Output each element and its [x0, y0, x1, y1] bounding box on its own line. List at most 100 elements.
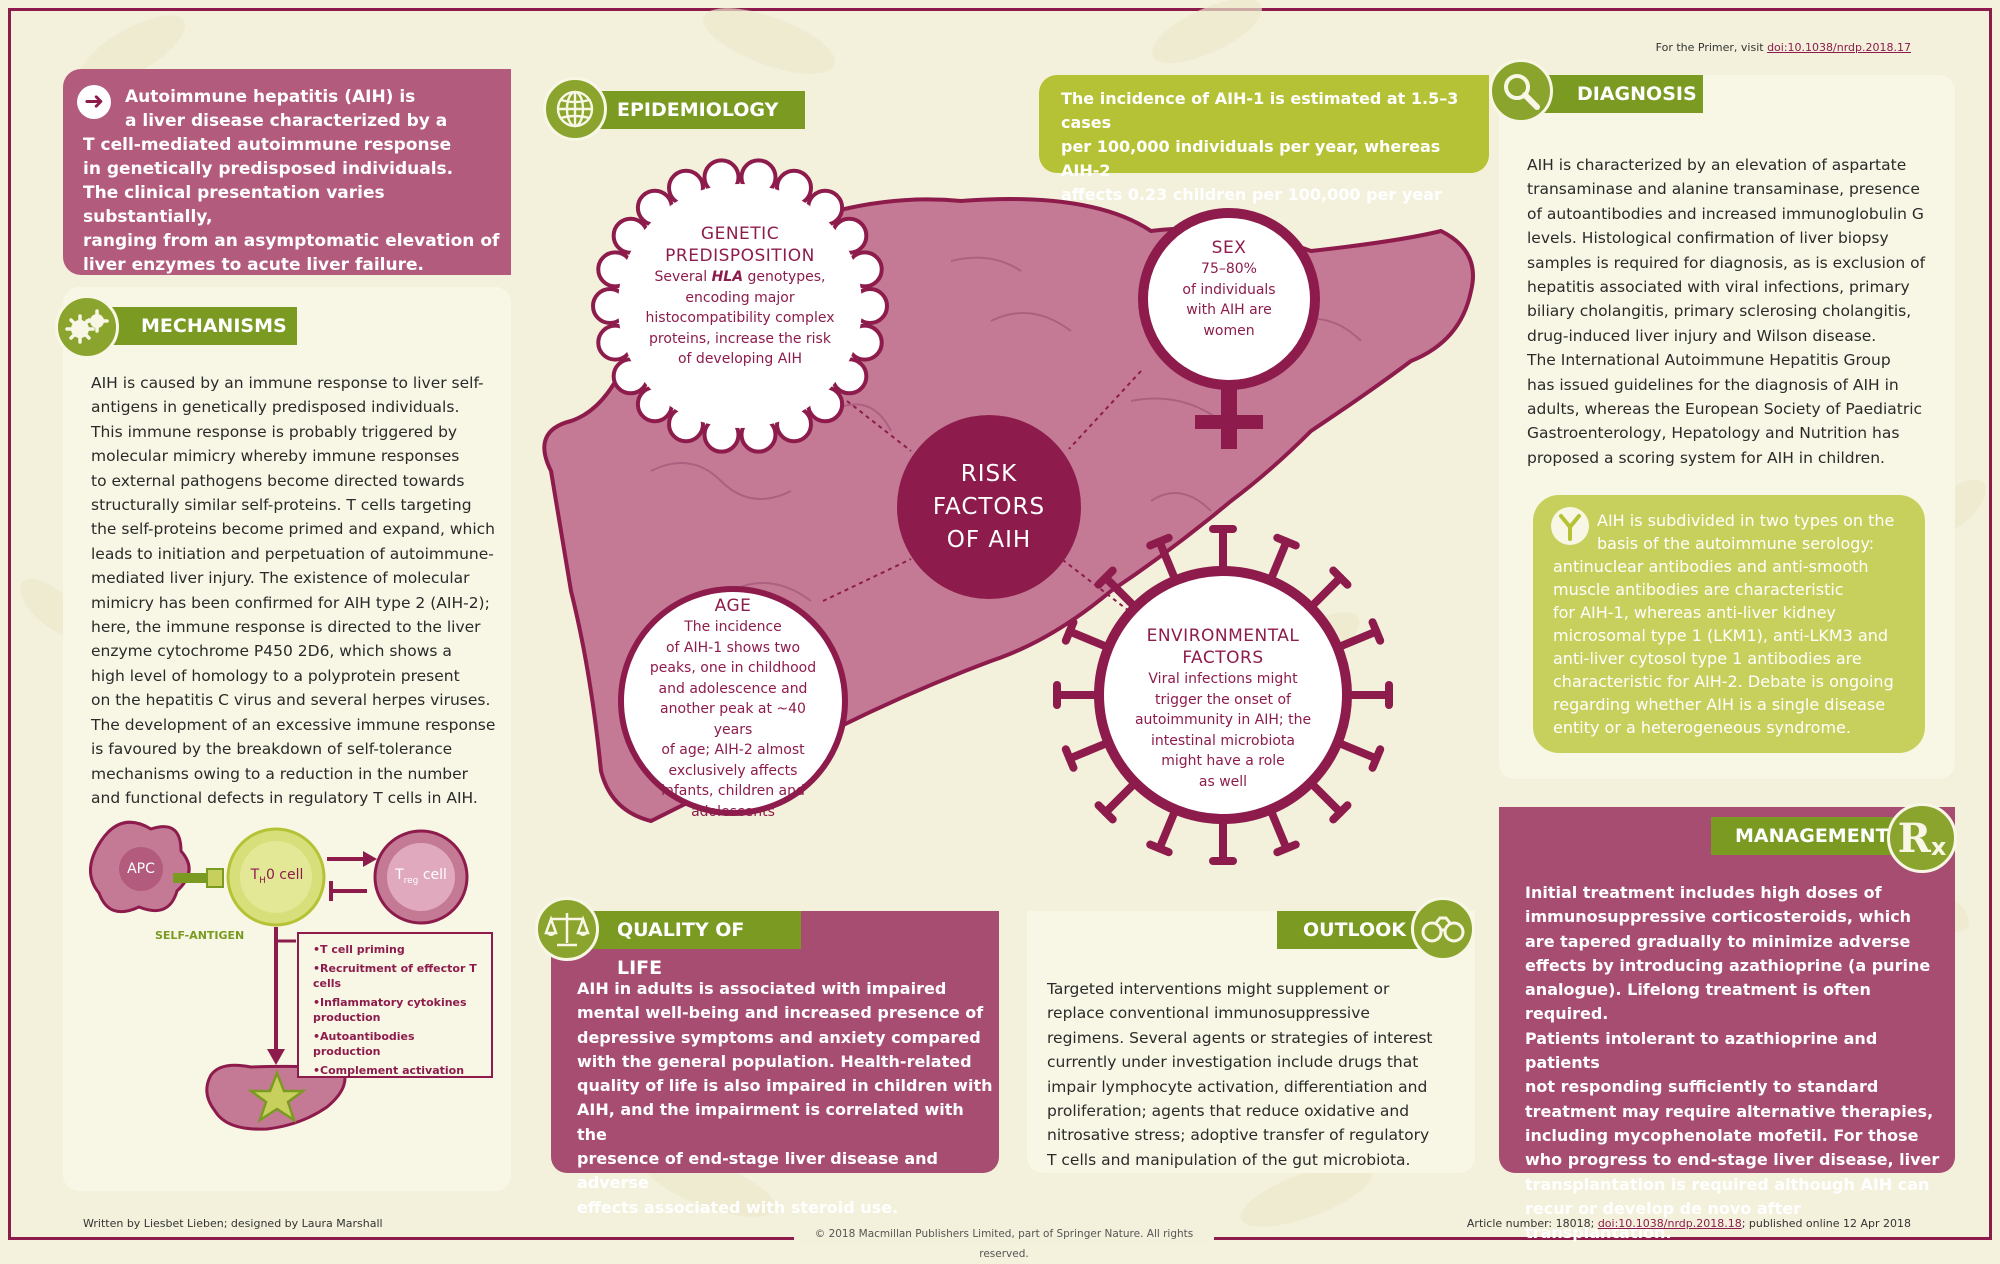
intro-line: Autoimmune hepatitis (AIH) is	[125, 87, 416, 107]
text-line: antigens in genetically predisposed indi…	[91, 398, 460, 417]
mechanisms-text: AIH is caused by an immune response to l…	[91, 371, 511, 810]
subtypes-line: antinuclear antibodies and anti-smooth	[1553, 557, 1869, 576]
outlook-label: OUTLOOK	[1277, 911, 1425, 949]
text-line: quality of life is also impaired in chil…	[577, 1076, 993, 1096]
genetic-line: of developing AIH	[677, 351, 803, 367]
text-line: mimicry has been confirmed for AIH type …	[91, 593, 490, 612]
intro-line: T cell-mediated autoimmune response	[83, 135, 452, 155]
text-line: treatment may require alternative therap…	[1525, 1101, 1934, 1121]
subtypes-line: muscle antibodies are characteristic	[1553, 580, 1844, 599]
article-prefix: Article number: 18018;	[1466, 1217, 1598, 1230]
text-line: high level of homology to a polyprotein …	[91, 666, 460, 685]
risk-factors-center: RISK FACTORS OF AIH	[897, 415, 1081, 599]
text-line: biliary cholangitis, primary sclerosing …	[1527, 302, 1912, 321]
genetic-line: proteins, increase the risk	[649, 330, 831, 347]
text-line: immunosuppressive corticosteroids, which	[1525, 907, 1912, 927]
intro-text-rest: T cell-mediated autoimmune response in g…	[83, 133, 503, 277]
quality-of-life-text: AIH in adults is associated with impaire…	[577, 977, 997, 1220]
intro-line: The clinical presentation varies substan…	[83, 183, 385, 227]
intro-text: Autoimmune hepatitis (AIH) is a liver di…	[125, 85, 505, 133]
age-line: The incidence	[684, 619, 782, 635]
binoculars-icon	[1411, 897, 1475, 961]
text-line: replace conventional immunosuppressive	[1047, 1004, 1370, 1023]
th0-main: T	[250, 867, 260, 883]
primer-link[interactable]: doi:10.1038/nrdp.2018.17	[1767, 41, 1911, 54]
text-line: AIH is characterized by an elevation of …	[1527, 156, 1907, 174]
subtypes-line: entity or a heterogeneous syndrome.	[1553, 718, 1851, 737]
text-line: here, the immune response is directed to…	[91, 618, 481, 637]
text-line: depressive symptoms and anxiety compared	[577, 1027, 981, 1047]
genetic-title: GENETIC	[700, 224, 780, 244]
env-line: trigger the onset of	[1155, 691, 1291, 708]
effect-item: Complement activation	[313, 1063, 483, 1078]
text-line: to external pathogens become directed to…	[91, 471, 465, 490]
env-line: might have a role	[1161, 753, 1285, 769]
article-link[interactable]: doi:10.1038/nrdp.2018.18	[1597, 1217, 1742, 1230]
infographic-page: For the Primer, visit doi:10.1038/nrdp.2…	[8, 0, 1992, 1242]
intro-line: a liver disease characterized by a	[125, 111, 448, 131]
text-line: analogue). Lifelong treatment is often r…	[1525, 980, 1871, 1024]
text-line: molecular mimicry whereby immune respons…	[91, 447, 460, 466]
env-line: autoimmunity in AIH; the	[1134, 712, 1312, 728]
text-line: nitrosative stress; adoptive transfer of…	[1047, 1126, 1430, 1145]
text-line: on the hepatitis C virus and several her…	[91, 691, 491, 710]
virus-spike-tip	[1094, 801, 1117, 824]
management-label: MANAGEMENT	[1711, 817, 1897, 855]
virus-spike-tip	[1368, 745, 1385, 772]
text-line: effects associated with steroid use.	[577, 1197, 899, 1217]
virus-spike-tip	[1368, 618, 1385, 645]
text-line: presence of end-stage liver disease and …	[577, 1149, 938, 1193]
text-line: T cells and manipulation of the gut micr…	[1047, 1150, 1411, 1169]
age-circle	[618, 586, 848, 816]
virus-spike-tip	[1273, 533, 1300, 550]
apc-label: APC	[127, 861, 155, 877]
article-suffix: ; published online 12 Apr 2018	[1741, 1217, 1911, 1230]
mechanisms-label: MECHANISMS	[109, 307, 297, 345]
text-line: The development of an excessive immune r…	[91, 715, 496, 734]
sex-title: SEX	[1211, 238, 1247, 258]
text-line: and functional defects in regulatory T c…	[91, 788, 478, 807]
subtypes-line: regarding whether AIH is a single diseas…	[1553, 695, 1886, 714]
globe-icon	[543, 77, 607, 141]
genetic-title: PREDISPOSITION	[665, 246, 815, 266]
effect-item: Autoantibodies production	[313, 1029, 483, 1059]
gears-icon	[55, 295, 119, 359]
sex-line: women	[1203, 322, 1255, 339]
effect-item: T cell priming	[313, 942, 483, 957]
rx-sub: x	[1930, 833, 1947, 861]
text-line: currently under investigation include dr…	[1047, 1053, 1419, 1072]
quality-of-life-label: QUALITY OF LIFE	[583, 911, 801, 979]
virus-spike-tip	[1061, 618, 1078, 645]
virus-spike-tip	[1146, 533, 1173, 550]
text-line: The International Autoimmune Hepatitis G…	[1527, 351, 1891, 370]
treg-rest: cell	[418, 867, 447, 883]
text-line: Gastroenterology, Hepatology and Nutriti…	[1527, 424, 1900, 443]
age-line: another peak at ~40 years	[660, 701, 806, 738]
footer-article: Article number: 18018; doi:10.1038/nrdp.…	[1467, 1217, 1911, 1230]
genetic-circle	[591, 158, 889, 454]
virus-spike-tip	[1273, 840, 1300, 857]
text-line: who progress to end-stage liver disease,…	[1525, 1150, 1940, 1170]
text-line: Patients intolerant to azathioprine and …	[1525, 1028, 1878, 1073]
intro-box	[63, 69, 511, 275]
incidence-line: affects 0.23 children per 100,000 per ye…	[1061, 185, 1442, 204]
incidence-box: The incidence of AIH-1 is estimated at 1…	[1039, 75, 1489, 204]
text-line: adults, whereas the European Society of …	[1527, 400, 1923, 419]
quality-of-life-panel	[551, 911, 999, 1173]
footer-credits: Written by Liesbet Lieben; designed by L…	[83, 1217, 383, 1230]
subtypes-line: for AIH-1, whereas anti-liver kidney	[1553, 603, 1836, 622]
age-line: adolescents	[691, 803, 775, 820]
risk-line: OF AIH	[946, 526, 1032, 553]
immune-effects-list: T cell priming Recruitment of effector T…	[297, 932, 493, 1078]
th0-cell-label: TH0 cell	[245, 867, 309, 886]
age-line: of AIH-1 shows two	[665, 639, 801, 656]
mechanism-diagram	[89, 820, 469, 1131]
genetic-body-post: genotypes,	[743, 269, 826, 285]
subtypes-line: basis of the autoimmune serology:	[1597, 534, 1875, 553]
arrow-right-icon: ➜	[77, 85, 111, 119]
text-line: impair lymphocyte activation, differenti…	[1047, 1077, 1428, 1096]
virus-circle	[1053, 525, 1393, 865]
text-line: transplantation is required although AIH…	[1525, 1174, 1930, 1194]
treg-main: T	[395, 867, 404, 883]
